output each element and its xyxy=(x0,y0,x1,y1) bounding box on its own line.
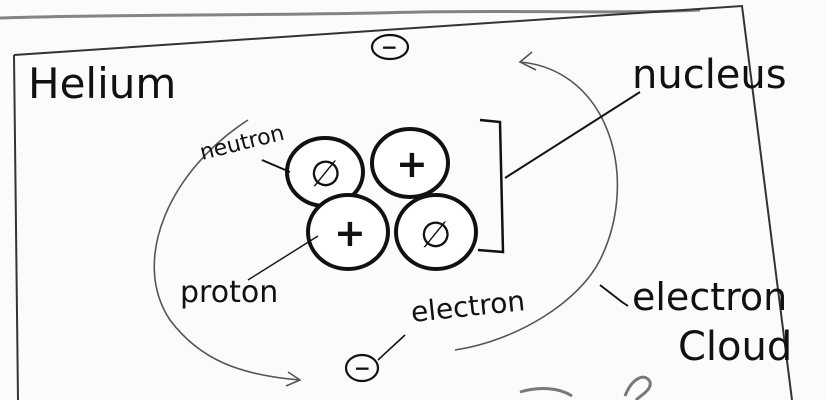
cutoff-bottom-scribble xyxy=(520,389,572,396)
electron-top-symbol: − xyxy=(381,35,398,59)
neutron-symbol: ∅ xyxy=(310,154,341,195)
proton-pointer-line xyxy=(248,236,318,280)
particle-neutron-bottom-right: ∅ xyxy=(396,195,476,269)
label-electron: electron xyxy=(409,284,526,329)
nucleus-bracket xyxy=(478,120,503,252)
proton-symbol: + xyxy=(334,211,366,255)
electron-cloud-pointer-line xyxy=(600,285,628,306)
electron-bottom: − xyxy=(346,355,378,381)
particle-proton-top-right: + xyxy=(372,129,448,197)
label-nucleus: nucleus xyxy=(632,52,787,98)
neutron-symbol: ∅ xyxy=(420,215,451,256)
proton-symbol: + xyxy=(396,142,428,186)
cutoff-bottom-scribble-2 xyxy=(625,377,650,400)
label-electron-cloud-line1: electron xyxy=(632,275,787,319)
electron-top: − xyxy=(372,35,408,59)
electron-pointer-line xyxy=(378,335,405,360)
label-proton: proton xyxy=(180,275,278,310)
electron-path-right-arrowhead xyxy=(520,52,536,70)
nucleus-pointer-line xyxy=(505,92,640,178)
electron-bottom-symbol: − xyxy=(354,356,371,380)
particle-proton-bottom-left: + xyxy=(308,195,388,269)
title-helium: Helium xyxy=(28,59,176,108)
label-neutron: neutron xyxy=(197,121,287,166)
frame-left-edge xyxy=(14,55,18,400)
label-electron-cloud-line2: Cloud xyxy=(678,324,792,370)
